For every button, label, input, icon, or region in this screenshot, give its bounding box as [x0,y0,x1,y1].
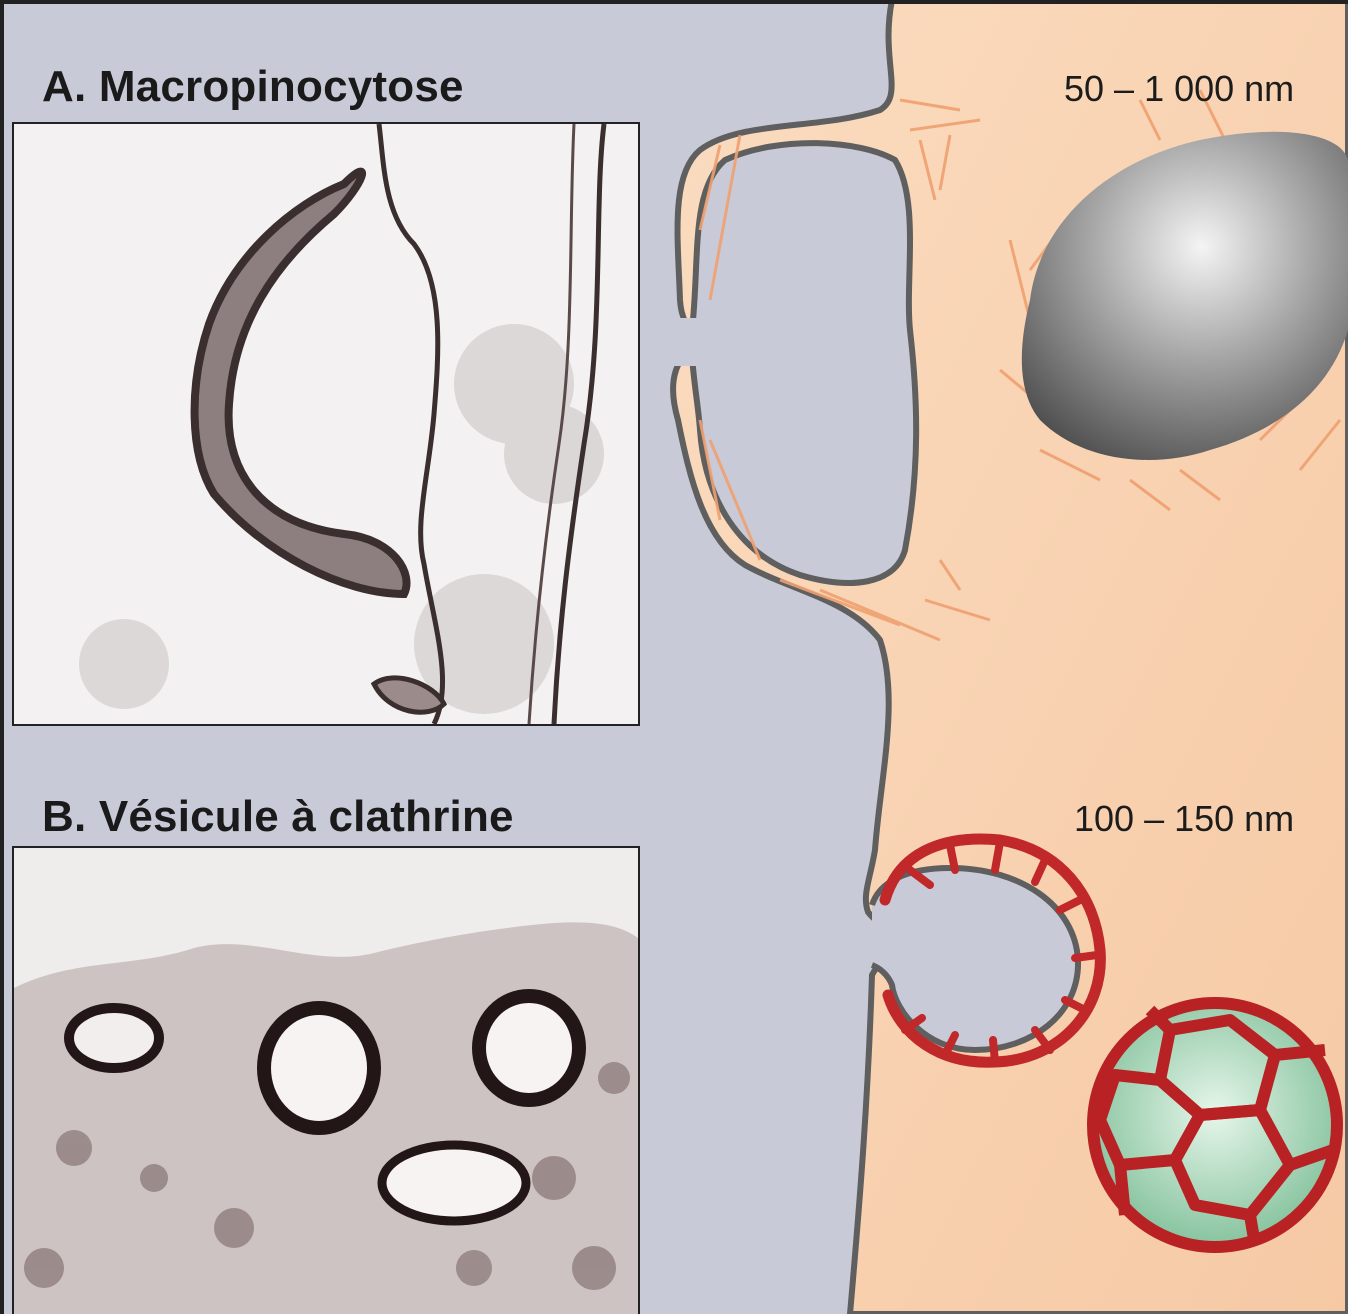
micrograph-b-image [14,848,638,1314]
cup-opening [666,318,706,366]
panel-a-title: A. Macropinocytose [42,62,464,112]
micrograph-a-image [14,124,638,724]
macropinocytosis-micrograph [12,122,640,726]
panel-a-size-range: 50 – 1 000 nm [1064,68,1294,110]
panel-b-title: B. Vésicule à clathrine [42,792,514,842]
clathrin-vesicle-micrograph [12,846,640,1314]
panel-b-size-range: 100 – 150 nm [1074,798,1294,840]
